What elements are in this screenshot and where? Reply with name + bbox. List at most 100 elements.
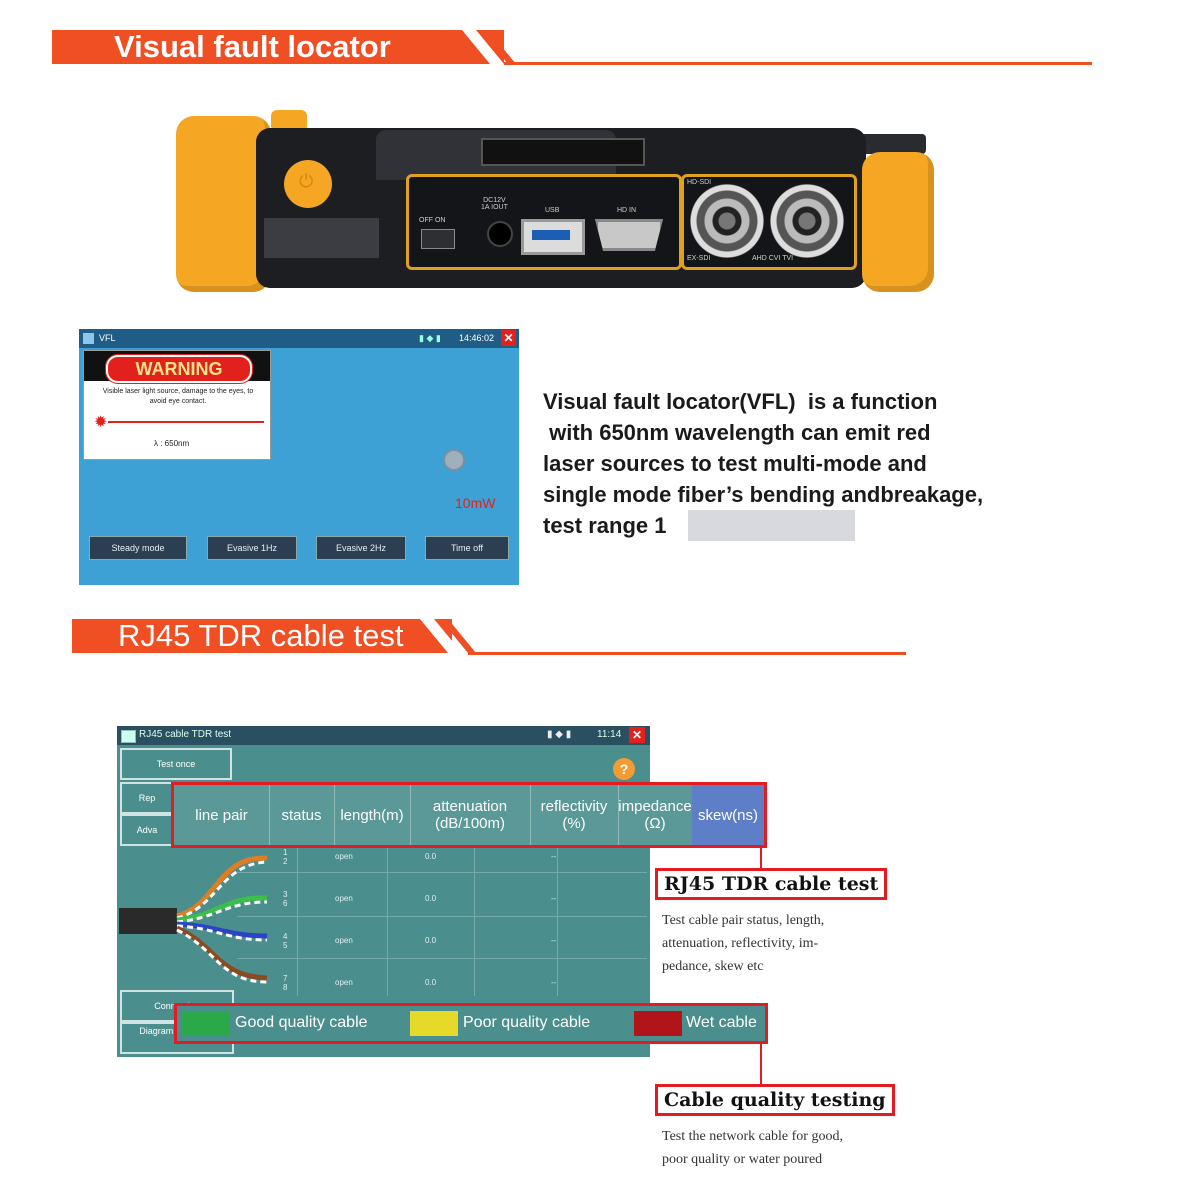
tdr-title: RJ45 cable TDR test (139, 729, 232, 740)
good-quality-label: Good quality cable (235, 1014, 368, 1031)
left-bumper (176, 116, 271, 292)
right-bumper (862, 152, 934, 292)
port-panel: OFF ON DC12V 1A IOUT USB HD IN (406, 174, 682, 270)
row-4-pair: 7 8 (283, 974, 288, 992)
tdr-section-title: RJ45 TDR cable test (118, 618, 404, 653)
laser-burst-icon: ✹ (94, 414, 108, 431)
row-4-refl: -- (551, 978, 557, 987)
callout-connector-line (760, 1044, 762, 1100)
tdr-banner-line (468, 652, 906, 655)
vfl-screen: VFL ▮ ◆ ▮ 14:46:02 ✕ WARNING Visible las… (79, 329, 519, 585)
evasive-1hz-button[interactable]: Evasive 1Hz (207, 536, 297, 560)
quality-callout-description: Test the network cable for good, poor qu… (662, 1125, 843, 1171)
help-icon[interactable]: ? (613, 758, 635, 780)
warning-text: Visible laser light source, damage to th… (102, 388, 254, 405)
header-attenuation: attenuation (dB/100m) (410, 785, 531, 845)
quality-callout-line2: poor quality or water poured (662, 1152, 823, 1167)
row-2-status: open (335, 894, 353, 903)
tdr-column-header-box: line pair status length(m) attenuation (… (171, 782, 767, 848)
row-divider (237, 872, 647, 873)
dc-label: DC12V 1A IOUT (481, 197, 508, 211)
power-switch[interactable] (421, 229, 455, 249)
row-3-pair: 4 5 (283, 932, 288, 950)
vfl-banner-line (504, 62, 1092, 65)
vfl-description: Visual fault locator(VFL) is a function … (543, 386, 983, 541)
wet-cable-swatch (634, 1011, 682, 1036)
cable-quality-legend: Good quality cable Poor quality cable We… (174, 1003, 768, 1044)
usb-port (521, 219, 585, 255)
top-tab-left (271, 110, 307, 132)
poor-quality-swatch (410, 1011, 458, 1036)
exsdi-label: EX-SDI (687, 255, 711, 262)
hdin-label: HD IN (617, 207, 637, 214)
row-1-pair: 1 2 (283, 848, 288, 866)
vfl-time: 14:46:02 (459, 333, 495, 343)
time-off-button[interactable]: Time off (425, 536, 509, 560)
row-divider (237, 916, 647, 917)
row-4-length: 0.0 (425, 978, 437, 987)
repeat-button[interactable]: Rep (120, 782, 174, 814)
header-impedance: impedance (Ω) (618, 785, 693, 845)
poor-quality-label: Poor quality cable (463, 1014, 591, 1031)
power-readout: 10mW (455, 495, 496, 511)
tdr-titlebar: RJ45 cable TDR test ▮ ◆ ▮ 11:14 ✕ (117, 726, 650, 745)
app-icon (83, 333, 94, 344)
power-button[interactable]: ⏻ (284, 160, 332, 208)
vfl-desc-line4: single mode fiber’s bending andbreakage, (543, 482, 984, 507)
column-divider (387, 846, 388, 996)
advanced-button[interactable]: Adva (120, 814, 174, 846)
callout-connector-line (760, 848, 762, 883)
ahd-label: AHD CVI TVI (752, 255, 794, 262)
row-3-length: 0.0 (425, 936, 437, 945)
tester-device: ⏻ OFF ON DC12V 1A IOUT USB HD IN HD-SDI … (176, 110, 936, 295)
row-1-refl: -- (551, 852, 557, 861)
header-line-pair: line pair (174, 785, 270, 845)
row-divider (237, 958, 647, 959)
redacted-block (688, 510, 855, 541)
app-icon (121, 730, 136, 743)
vfl-titlebar: VFL ▮ ◆ ▮ 14:46:02 ✕ (79, 329, 519, 348)
tdr-section-banner: RJ45 TDR cable test (72, 619, 452, 653)
status-icons: ▮ ◆ ▮ (419, 333, 441, 343)
quality-callout-title: Cable quality testing (655, 1084, 895, 1116)
tdr-time: 11:14 (597, 729, 622, 740)
dc-jack (487, 221, 513, 247)
close-icon[interactable]: ✕ (629, 727, 645, 743)
good-quality-swatch (182, 1011, 230, 1036)
laser-indicator-icon (443, 449, 465, 471)
row-2-refl: -- (551, 894, 557, 903)
header-status: status (269, 785, 335, 845)
row-2-length: 0.0 (425, 894, 437, 903)
row-1-status: open (335, 852, 353, 861)
warning-badge: WARNING (106, 355, 252, 383)
test-once-button[interactable]: Test once (120, 748, 232, 780)
row-1-length: 0.0 (425, 852, 437, 861)
status-icons: ▮ ◆ ▮ (547, 729, 572, 740)
vfl-desc-line1: Visual fault locator(VFL) is a function (543, 389, 938, 414)
tdr-callout-line3: pedance, skew etc (662, 959, 764, 974)
evasive-2hz-button[interactable]: Evasive 2Hz (316, 536, 406, 560)
steady-mode-button[interactable]: Steady mode (89, 536, 187, 560)
header-reflectivity: reflectivity (%) (530, 785, 619, 845)
column-divider (474, 846, 475, 996)
vfl-section-banner: Visual fault locator (52, 30, 504, 64)
hdmi-port (595, 219, 663, 251)
wet-cable-label: Wet cable (686, 1014, 757, 1031)
column-divider (297, 846, 298, 996)
vfl-title: VFL (99, 333, 116, 343)
hdsdi-label: HD-SDI (687, 179, 712, 186)
tdr-callout-line1: Test cable pair status, length, (662, 913, 825, 928)
tdr-callout-title: RJ45 TDR cable test (655, 868, 888, 900)
row-2-pair: 3 6 (283, 890, 288, 908)
tdr-callout-description: Test cable pair status, length, attenuat… (662, 909, 824, 978)
bnc-connector-left (690, 184, 764, 258)
row-3-refl: -- (551, 936, 557, 945)
off-on-label: OFF ON (419, 217, 446, 224)
usb-label: USB (545, 207, 560, 214)
column-divider (557, 846, 558, 996)
power-icon: ⏻ (299, 171, 314, 191)
close-icon[interactable]: ✕ (501, 330, 516, 346)
bnc-panel: HD-SDI EX-SDI AHD CVI TVI (681, 174, 857, 270)
vfl-desc-line3: laser sources to test multi-mode and (543, 451, 927, 476)
quality-callout-line1: Test the network cable for good, (662, 1129, 843, 1144)
